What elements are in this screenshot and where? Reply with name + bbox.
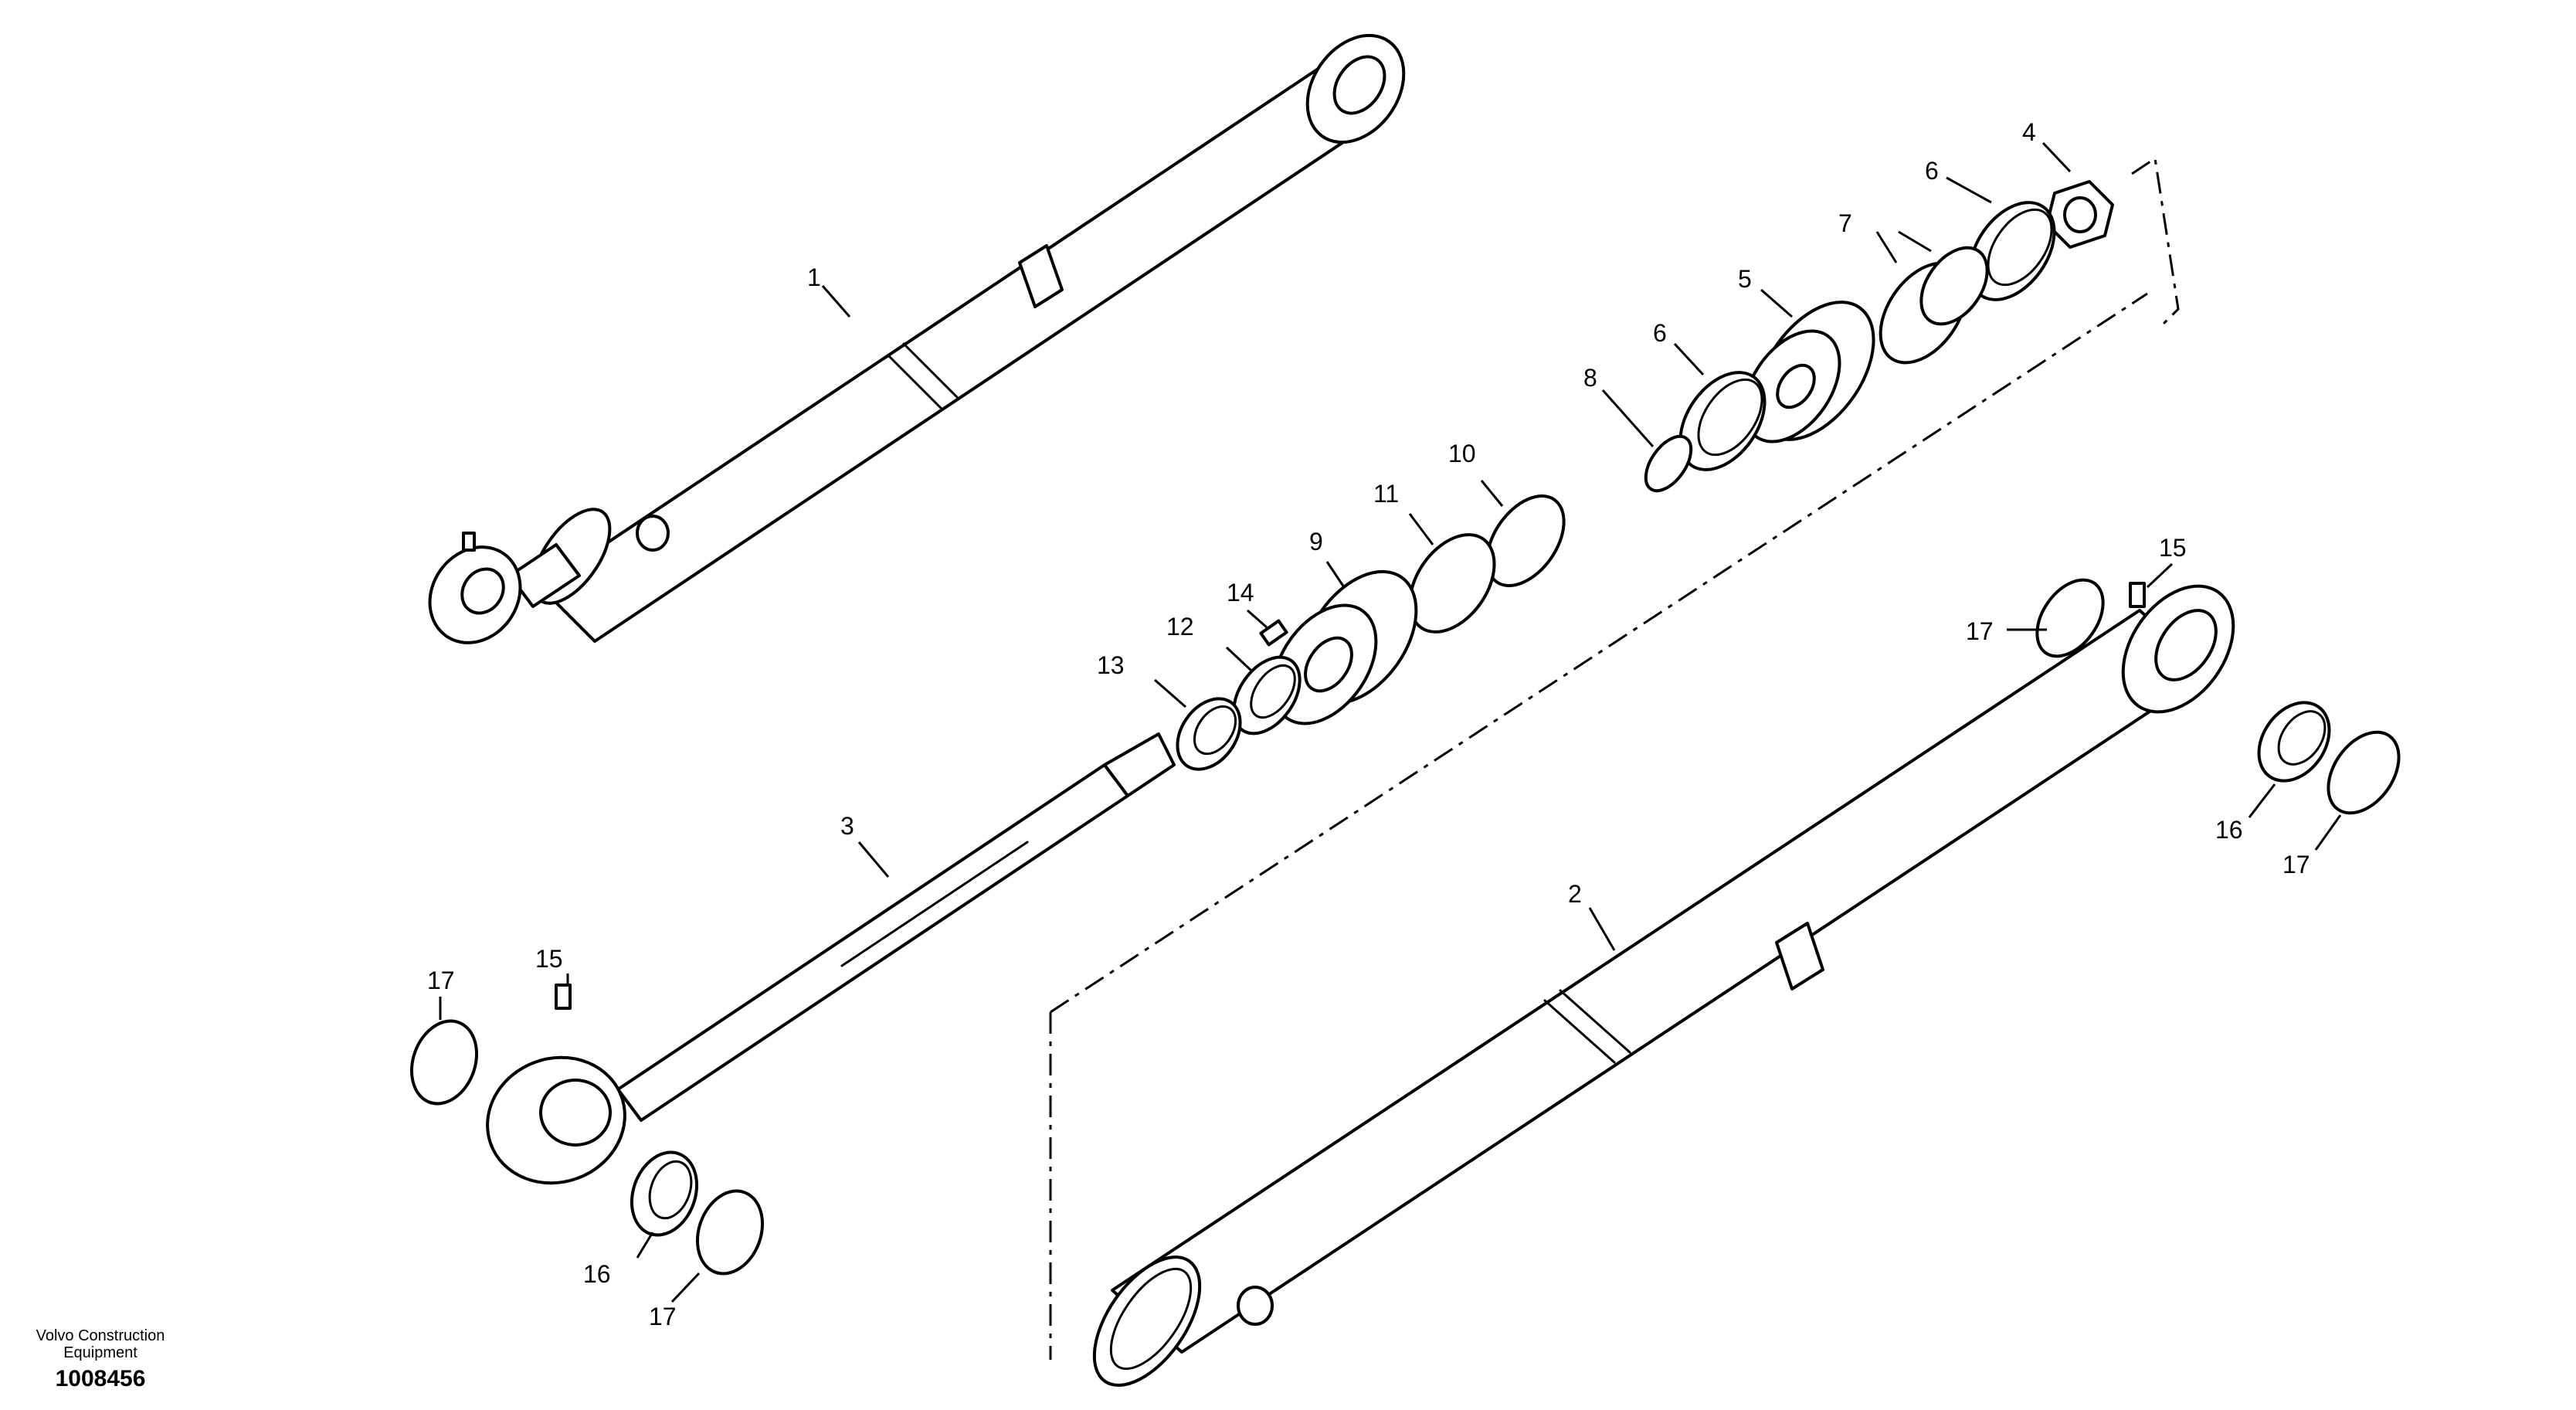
part-2-cylinder-barrel <box>1092 584 2235 1387</box>
part-7-seal-rings <box>1879 246 1989 365</box>
part-3-piston-rod <box>486 732 1176 1185</box>
part-17-snap-ring-right-lower <box>2327 730 2401 815</box>
part-4-nut <box>2045 180 2114 249</box>
part-17-snap-ring-left-upper <box>409 1019 479 1106</box>
callout-9: 9 <box>1309 528 1323 556</box>
part-14-set-screw <box>1259 619 1288 647</box>
callout-16-left: 16 <box>583 1260 611 1288</box>
callout-14: 14 <box>1227 579 1254 606</box>
part-11-seal-ring <box>1408 533 1496 634</box>
callout-6-wear-ring-right: 6 <box>1925 157 1939 185</box>
callout-numbers: 1 2 3 4 6 7 5 6 8 10 11 9 14 12 13 15 17… <box>427 118 2310 1330</box>
assembly-axis-lines <box>1049 156 2180 1360</box>
part-9-cylinder-head <box>1271 569 1418 725</box>
part-13-bushing <box>1176 697 1242 771</box>
document-number: 1008456 <box>55 1366 146 1391</box>
part-16-bushing-right <box>2257 701 2331 783</box>
callout-8: 8 <box>1583 364 1597 392</box>
part-15-grease-nipple-right <box>2129 582 2146 608</box>
part-16-bushing-left <box>630 1150 699 1237</box>
callout-13: 13 <box>1097 651 1125 679</box>
part-6-wear-ring-left <box>1678 371 1767 471</box>
callout-1: 1 <box>807 263 821 291</box>
callout-4: 4 <box>2022 118 2036 146</box>
callout-7: 7 <box>1838 209 1852 237</box>
callout-16-right: 16 <box>2215 816 2243 844</box>
callout-10: 10 <box>1448 440 1476 467</box>
part-6-wear-ring-right <box>1968 201 2056 301</box>
part-17-snap-ring-left-lower <box>695 1189 765 1276</box>
callout-17-right-upper: 17 <box>1966 617 1994 645</box>
callout-6-wear-ring-left: 6 <box>1653 319 1667 347</box>
callout-leaders <box>439 141 2342 1303</box>
part-12-bushing <box>1232 655 1302 736</box>
callout-15-left: 15 <box>535 945 563 973</box>
part-17-snap-ring-right-upper <box>2035 578 2105 658</box>
part-10-backup-ring <box>1485 494 1566 587</box>
callout-17-left-lower: 17 <box>649 1303 677 1330</box>
brand-line-2: Equipment <box>63 1344 137 1361</box>
part-1-cylinder-assembly <box>428 33 1406 644</box>
callout-12: 12 <box>1166 613 1194 640</box>
callout-11: 11 <box>1373 480 1399 508</box>
callout-3: 3 <box>840 812 854 840</box>
callout-2: 2 <box>1568 880 1582 908</box>
brand-line-1: Volvo Construction <box>36 1327 165 1344</box>
callout-17-left-upper: 17 <box>427 967 455 994</box>
brand-label: Volvo Construction Equipment <box>31 1327 170 1361</box>
callout-15-right: 15 <box>2159 534 2187 562</box>
callout-17-right-lower: 17 <box>2282 851 2310 878</box>
callout-5: 5 <box>1738 265 1752 293</box>
part-8-o-ring <box>1644 434 1693 493</box>
part-5-piston <box>1743 301 1875 443</box>
